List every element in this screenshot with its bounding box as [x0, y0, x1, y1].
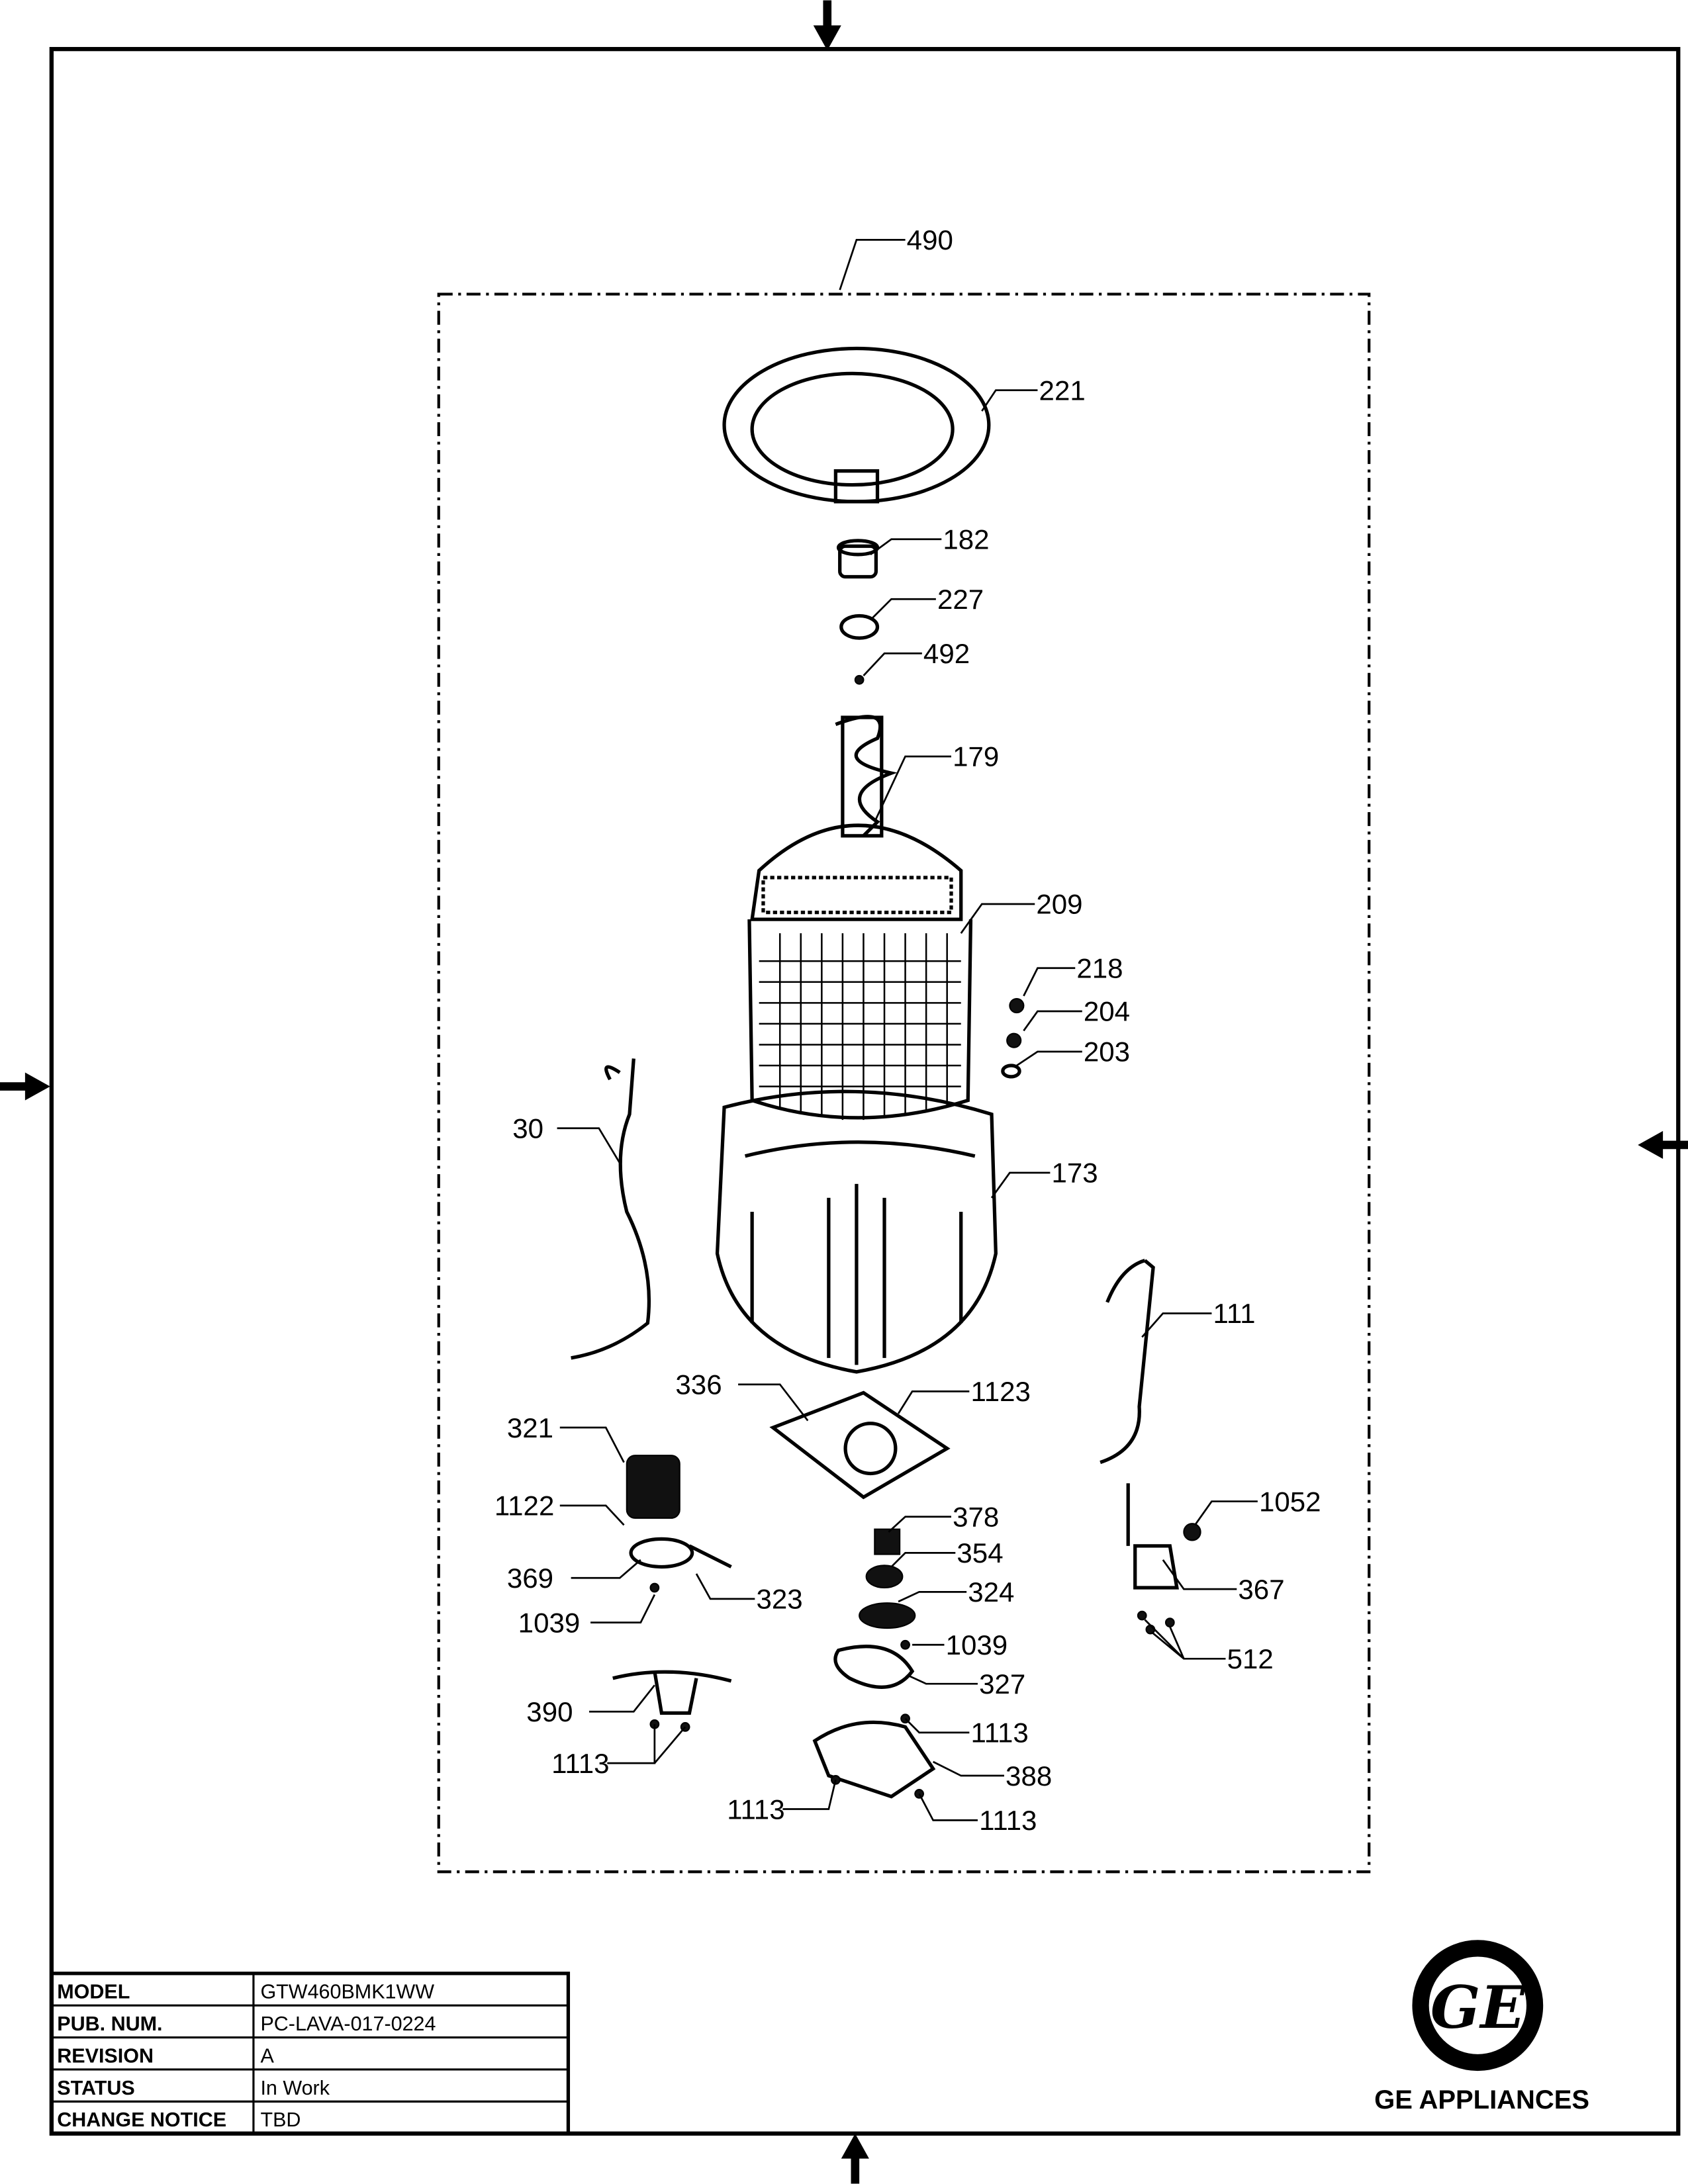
callout-209: 209 — [1036, 889, 1082, 920]
status-label: STATUS — [57, 2077, 134, 2099]
callout-388: 388 — [1006, 1760, 1052, 1792]
pub-num-value: PC-LAVA-017-0224 — [260, 2013, 436, 2035]
title-block: MODEL GTW460BMK1WW PUB. NUM. PC-LAVA-017… — [50, 1972, 571, 2136]
callout-336: 336 — [675, 1369, 722, 1400]
callout-324: 324 — [968, 1576, 1014, 1608]
callout-490: 490 — [907, 224, 953, 255]
sheet-border — [49, 46, 1681, 2136]
change-notice-value: TBD — [260, 2109, 301, 2131]
callout-1113-c: 1113 — [727, 1794, 784, 1825]
callout-369: 369 — [507, 1563, 553, 1594]
washer-parts-illustration — [571, 346, 1201, 1799]
callout-1113-b: 1113 — [551, 1748, 609, 1779]
svg-text:GE: GE — [1430, 1973, 1526, 2042]
status-value: In Work — [260, 2077, 330, 2099]
callout-327: 327 — [979, 1668, 1025, 1700]
callout-1052: 1052 — [1259, 1486, 1321, 1517]
callout-203: 203 — [1084, 1036, 1130, 1068]
callout-1039-left: 1039 — [518, 1607, 581, 1638]
callout-221: 221 — [1039, 375, 1086, 406]
callout-1122: 1122 — [494, 1490, 554, 1522]
callout-354: 354 — [957, 1537, 1003, 1569]
callout-1039-right: 1039 — [946, 1629, 1008, 1661]
callout-323: 323 — [756, 1584, 802, 1615]
callout-1113-a: 1113 — [970, 1717, 1028, 1749]
callout-179: 179 — [953, 741, 999, 772]
brand-name: GE APPLIANCES — [1374, 2085, 1589, 2115]
callout-321: 321 — [507, 1412, 553, 1443]
assembly-boundary — [437, 293, 1371, 1874]
callout-378: 378 — [953, 1501, 999, 1532]
revision-value: A — [260, 2044, 274, 2067]
change-notice-label: CHANGE NOTICE — [57, 2109, 226, 2131]
callout-182: 182 — [943, 523, 989, 555]
pub-num-label: PUB. NUM. — [57, 2013, 162, 2035]
callout-227: 227 — [937, 584, 984, 615]
callout-111: 111 — [1213, 1298, 1256, 1329]
callout-1113-d: 1113 — [979, 1805, 1037, 1836]
callouts: 490 221 182 227 492 179 209 218 204 203 … — [494, 224, 1321, 1836]
revision-label: REVISION — [57, 2044, 154, 2067]
model-value: GTW460BMK1WW — [260, 1981, 434, 2003]
ge-logo: GE — [1412, 1940, 1544, 2071]
model-label: MODEL — [57, 1981, 130, 2003]
callout-173: 173 — [1051, 1158, 1098, 1189]
callout-512: 512 — [1227, 1643, 1274, 1674]
callout-1123: 1123 — [970, 1376, 1030, 1407]
callout-492: 492 — [923, 638, 970, 669]
callout-204: 204 — [1084, 996, 1130, 1027]
callout-367: 367 — [1238, 1574, 1284, 1605]
callout-30: 30 — [512, 1113, 543, 1144]
callout-390: 390 — [526, 1696, 573, 1727]
callout-218: 218 — [1076, 952, 1123, 983]
